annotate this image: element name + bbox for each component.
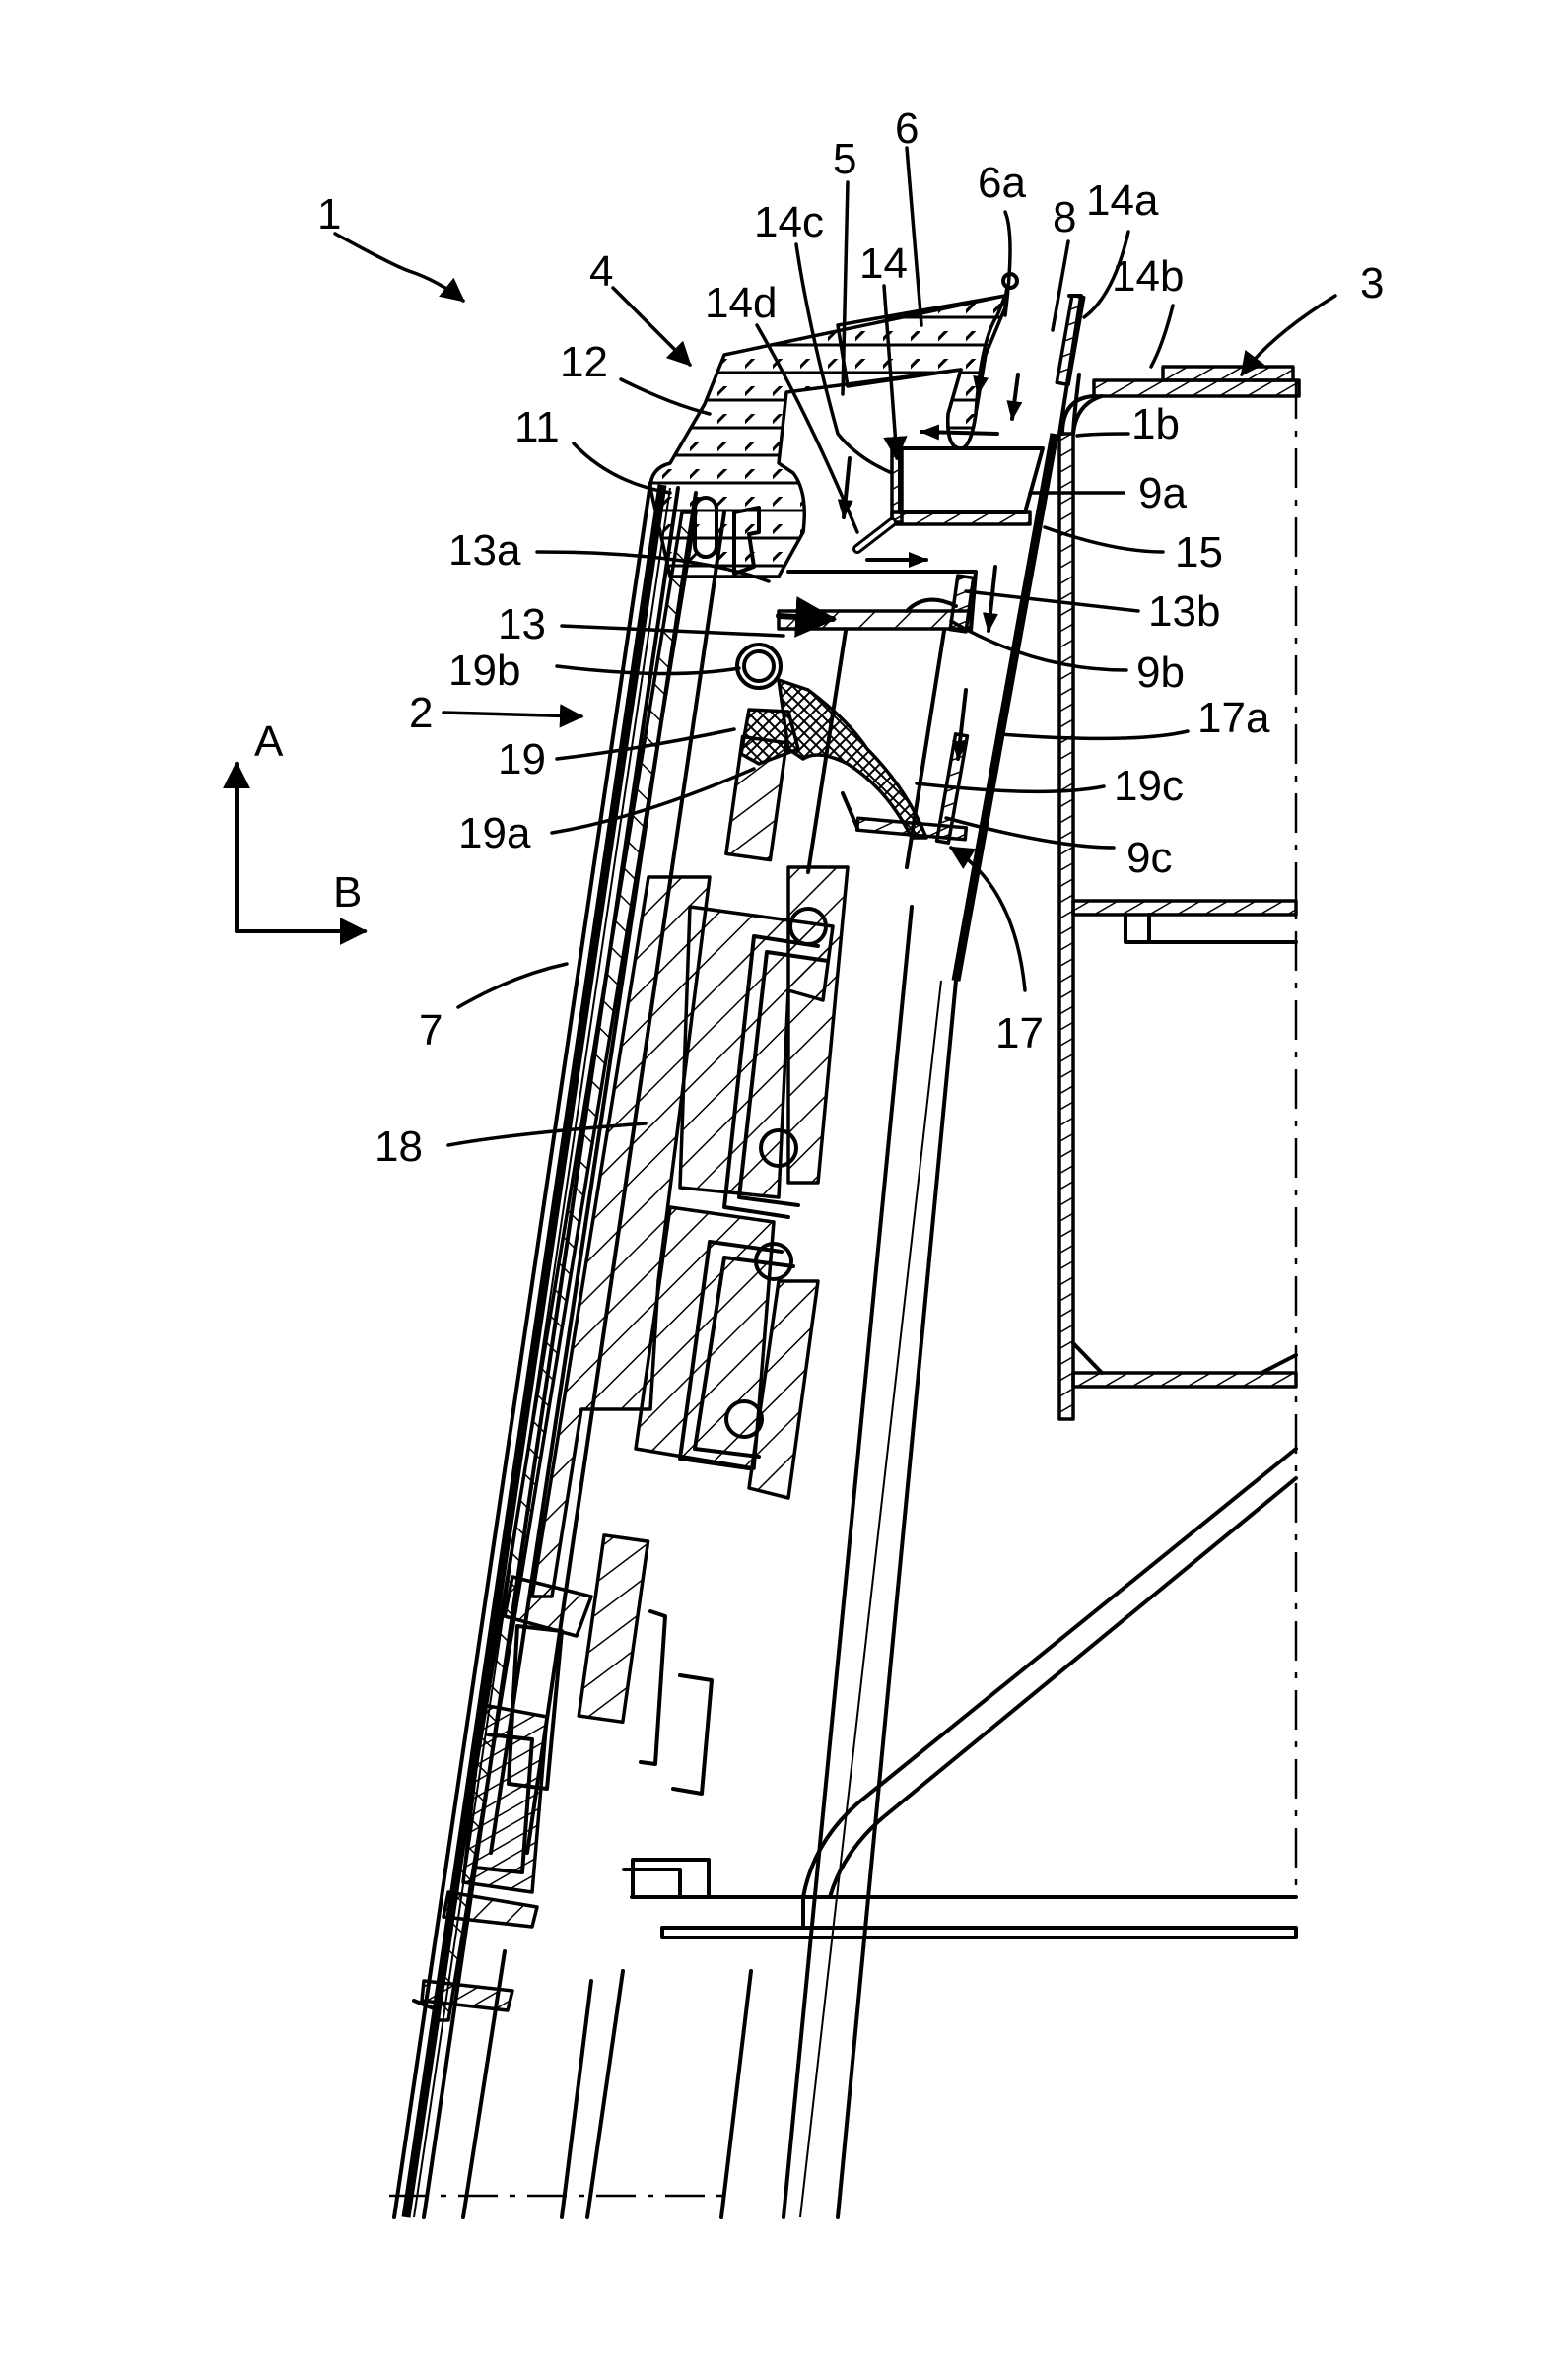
label-19a: 19a <box>458 809 531 857</box>
label-17a: 17a <box>1197 694 1270 742</box>
diagonal-bracket <box>801 1447 1298 1899</box>
leader-13 <box>560 624 785 638</box>
leader-11 <box>572 442 672 495</box>
label-8: 8 <box>1053 193 1076 241</box>
label-9b: 9b <box>1136 648 1185 697</box>
label-9a: 9a <box>1138 469 1187 517</box>
label-5: 5 <box>833 135 856 183</box>
label-9c: 9c <box>1126 834 1172 882</box>
label-2: 2 <box>409 689 433 737</box>
direction-indicator: A B <box>223 717 368 945</box>
label-1: 1 <box>317 190 341 238</box>
leader-6a <box>1003 210 1012 317</box>
leader-19a <box>550 767 756 835</box>
leader-15 <box>1043 525 1165 554</box>
label-19c: 19c <box>1114 762 1184 810</box>
leader-lines <box>333 146 1337 1147</box>
direction-label-b: B <box>333 868 362 917</box>
top-plate <box>1092 378 1301 398</box>
leader-19 <box>555 727 736 761</box>
leader-1 <box>333 232 465 303</box>
label-11: 11 <box>514 403 560 451</box>
leader-19b <box>555 664 741 676</box>
flange-14b <box>1161 365 1295 382</box>
leader-13a <box>535 550 771 583</box>
label-14b: 14b <box>1112 252 1184 301</box>
flow-arrow <box>920 424 999 441</box>
leader-14d <box>755 323 859 534</box>
flow-arrow <box>837 456 853 519</box>
leader-5 <box>841 180 850 396</box>
label-12: 12 <box>560 338 608 386</box>
rib-upper <box>1071 899 1298 917</box>
label-19b: 19b <box>448 646 520 695</box>
frame-2 <box>389 481 753 2219</box>
direction-label-a: A <box>254 717 284 766</box>
rib-lower <box>1071 1371 1298 1389</box>
vertical-wall-1b <box>1057 432 1075 1421</box>
label-13a: 13a <box>448 526 521 575</box>
label-14d: 14d <box>705 279 777 327</box>
lower-mechanism <box>412 1533 714 2012</box>
windshield-17 <box>782 293 1086 2219</box>
label-13b: 13b <box>1148 587 1220 636</box>
leader-8 <box>1051 239 1070 332</box>
label-19: 19 <box>498 735 546 783</box>
leader-3 <box>1240 294 1337 376</box>
flow-arrow <box>1006 373 1023 421</box>
tube-19b <box>735 643 783 690</box>
duct-14 <box>898 446 1045 514</box>
leader-13b <box>964 589 1140 613</box>
label-7: 7 <box>419 1006 443 1054</box>
label-14: 14 <box>859 239 908 288</box>
label-6a: 6a <box>978 159 1026 207</box>
label-4: 4 <box>589 247 613 296</box>
label-14c: 14c <box>754 198 824 246</box>
airflow-arrows <box>776 348 1023 761</box>
reference-labels: 1 4 12 11 14d 14c 5 6 14 6a 8 14a 14b 3 … <box>317 104 1384 1171</box>
leader-17a <box>998 729 1190 741</box>
leader-1b <box>1075 432 1130 438</box>
leader-14a <box>1082 230 1130 319</box>
leader-14b <box>1149 304 1175 369</box>
flow-arrow <box>982 565 998 633</box>
rail-18 <box>530 865 850 1598</box>
leader-18 <box>446 1122 648 1147</box>
leader-12 <box>619 377 712 416</box>
leader-6 <box>905 146 923 327</box>
label-17: 17 <box>995 1009 1044 1057</box>
body-structure-3 <box>622 365 1301 1939</box>
duct-assembly <box>724 446 1045 874</box>
label-13: 13 <box>498 600 546 648</box>
flow-arrow <box>973 348 989 396</box>
leader-9b <box>949 619 1128 672</box>
leader-17 <box>948 846 1027 992</box>
panel-14a <box>1055 293 1086 387</box>
lower-plate <box>622 1858 1298 1899</box>
leader-4 <box>611 286 692 367</box>
block-19a <box>724 734 788 862</box>
leader-14 <box>882 284 908 461</box>
label-1b: 1b <box>1131 400 1180 448</box>
flow-arrow <box>776 595 838 638</box>
leader-2 <box>442 704 584 728</box>
label-18: 18 <box>375 1122 423 1171</box>
label-6: 6 <box>895 104 919 153</box>
label-14a: 14a <box>1086 176 1159 225</box>
flow-arrow <box>952 688 968 761</box>
cover-molding-4 <box>648 272 1019 578</box>
leader-9c <box>944 816 1116 850</box>
leader-7 <box>456 962 569 1009</box>
label-15: 15 <box>1175 528 1223 577</box>
label-3: 3 <box>1360 259 1384 307</box>
leader-19c <box>915 782 1106 794</box>
leader-14c <box>794 242 894 475</box>
